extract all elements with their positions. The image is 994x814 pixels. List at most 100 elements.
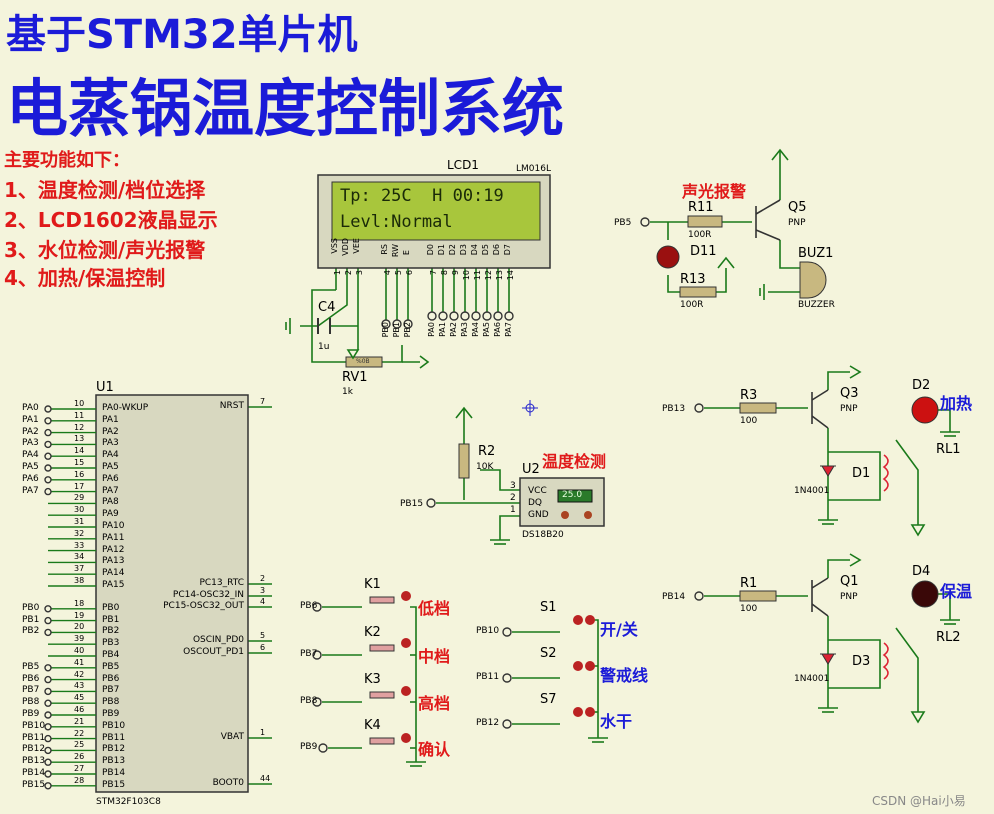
- mcu-pin-number: 30: [74, 505, 85, 515]
- lcd-pin-label: RS: [380, 244, 389, 255]
- lcd-pin-label: D4: [470, 244, 479, 256]
- mcu-net-label: PB14: [22, 768, 46, 778]
- mcu-pin-number: 38: [74, 576, 85, 585]
- switch-ref: S7: [540, 692, 557, 707]
- lcd-bus-label: PA1: [438, 322, 447, 337]
- rv1-value: 1k: [342, 387, 353, 397]
- mcu-net-label: PB10: [22, 720, 46, 731]
- mcu-pin-name: VBAT: [220, 732, 244, 742]
- heat-label: 加热: [940, 394, 973, 413]
- mcu-pin-number: 4: [260, 597, 266, 606]
- mcu-pin-name: PA2: [102, 426, 119, 437]
- sensor-pin-3: 3: [510, 481, 516, 491]
- lcd-pin-label: D7: [503, 244, 512, 256]
- mcu-pin-name: PA13: [102, 556, 125, 567]
- mcu-pin-name: BOOT0: [212, 778, 244, 788]
- heat-d-ref: D1: [852, 466, 871, 481]
- lcd-pin-label: VSS: [330, 238, 339, 254]
- buzzer-type: BUZZER: [798, 300, 835, 310]
- sensor-pin-1: 1: [510, 505, 516, 515]
- keep-d-ref: D3: [852, 654, 871, 669]
- lcd-pin-number: 4: [383, 270, 392, 276]
- lcd-ref: LCD1: [447, 158, 479, 172]
- sensor-net: PB15: [400, 499, 424, 509]
- mcu-pin-number: 37: [74, 564, 85, 574]
- lcd-pin-number: 14: [506, 270, 515, 281]
- d11-ref: D11: [690, 244, 717, 259]
- lcd-pin-number: 12: [484, 270, 493, 281]
- alarm-net: PB5: [614, 218, 632, 228]
- key-ref: K4: [364, 718, 381, 733]
- mcu-pin-name: PA4: [102, 450, 119, 461]
- keep-q-ref: Q1: [840, 574, 859, 589]
- mcu-net-label: PB8: [22, 697, 40, 708]
- mcu-pin-name: PB8: [102, 697, 120, 708]
- mcu-net-label: PB11: [22, 732, 46, 743]
- key-ref: K1: [364, 577, 381, 592]
- keep-d-type: 1N4001: [794, 674, 830, 684]
- switch-function-label: 开/关: [600, 620, 638, 639]
- q5-ref: Q5: [788, 200, 807, 215]
- lcd-pin-label: D3: [459, 244, 468, 256]
- lcd-bus-label: PA5: [482, 322, 491, 337]
- mcu-pin-number: 15: [74, 458, 85, 467]
- sensor-dq: DQ: [528, 498, 543, 508]
- feature-item-4: 4、加热/保温控制: [4, 266, 166, 290]
- title-line-1: 基于STM32单片机: [6, 12, 358, 58]
- lcd-pin-number: 3: [355, 270, 364, 276]
- mcu-pin-name: PA5: [102, 462, 119, 472]
- mcu-pin-number: 12: [74, 422, 85, 432]
- c4-value: 1u: [318, 342, 330, 352]
- mcu-pin-name: PA7: [102, 485, 119, 496]
- key-function-label: 确认: [418, 740, 451, 759]
- r2-ref: R2: [478, 444, 496, 459]
- lcd-pin-number: 5: [394, 270, 403, 276]
- sensor-pin-2: 2: [510, 493, 516, 503]
- mcu-pin-number: 40: [74, 646, 85, 655]
- mcu-pin-name: PA12: [102, 544, 125, 555]
- mcu-pin-name: PC14-OSC32_IN: [172, 590, 244, 600]
- lcd-model: LM016L: [516, 164, 551, 174]
- lcd-pin-number: 2: [344, 270, 353, 276]
- rv1-body-text: %0B: [356, 358, 370, 365]
- mcu-pin-name: PC15-OSC32_OUT: [163, 601, 244, 611]
- switch-function-label: 警戒线: [600, 666, 649, 685]
- key-net-label: PB6: [300, 601, 318, 611]
- c4-ref: C4: [318, 300, 336, 315]
- lcd-pin-number: 8: [440, 270, 449, 276]
- keep-relay-ref: RL2: [936, 630, 961, 645]
- mcu-net-label: PB0: [22, 602, 40, 613]
- mcu-pin-name: PA8: [102, 497, 119, 508]
- mcu-net-label: PB9: [22, 709, 40, 719]
- mcu-pin-name: PB1: [102, 614, 120, 625]
- keep-net: PB14: [662, 592, 686, 602]
- lcd-bus-label: PB2: [403, 322, 412, 338]
- mcu-pin-name: PB10: [102, 720, 126, 731]
- q5-type: PNP: [788, 218, 806, 228]
- rv1-ref: RV1: [342, 370, 368, 385]
- keep-led-ref: D4: [912, 564, 931, 579]
- mcu-pin-name: OSCOUT_PD1: [183, 647, 244, 657]
- mcu-pin-name: NRST: [219, 401, 244, 411]
- mcu-pin-number: 6: [260, 643, 266, 652]
- lcd-bus-label: PA6: [493, 322, 502, 337]
- switch-net-label: PB10: [476, 626, 500, 636]
- mcu-pin-number: 44: [260, 774, 271, 783]
- lcd-pin-label: E: [402, 250, 411, 256]
- mcu-pin-name: PB13: [102, 756, 126, 767]
- keep-r-ref: R1: [740, 576, 758, 591]
- mcu-model: STM32F103C8: [96, 797, 161, 807]
- mcu-pin-number: 26: [74, 752, 85, 762]
- switch-ref: S1: [540, 600, 557, 615]
- key-function-label: 低档: [418, 599, 451, 618]
- sensor-label: 温度检测: [542, 452, 607, 471]
- key-ref: K3: [364, 672, 381, 687]
- r13-ref: R13: [680, 272, 706, 287]
- lcd-pin-number: 7: [429, 270, 438, 276]
- mcu-pin-number: 21: [74, 716, 85, 726]
- mcu-pin-number: 46: [74, 705, 85, 714]
- mcu-pin-name: PB14: [102, 768, 126, 778]
- mcu-body: [95, 394, 249, 793]
- mcu-pin-number: 11: [74, 410, 85, 420]
- mcu-net-label: PA2: [22, 426, 39, 437]
